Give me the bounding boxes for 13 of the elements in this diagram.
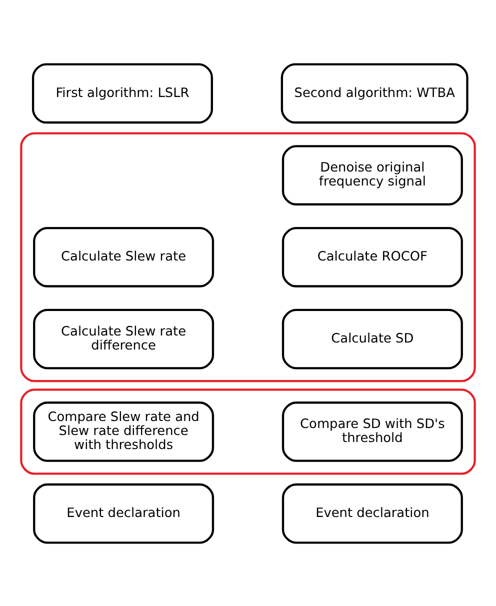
node-box: Calculate Slew rate	[33, 226, 214, 287]
node-box: Calculate Slew rate difference	[33, 308, 214, 369]
node-box: Second algorithm: WTBA	[280, 62, 468, 124]
node-box: Event declaration	[282, 482, 463, 544]
node-box: Denoise original frequency signal	[282, 144, 463, 205]
node-box: Calculate ROCOF	[282, 226, 463, 287]
node-box: First algorithm: LSLR	[32, 62, 213, 124]
cluster	[20, 132, 476, 382]
node-box: Compare Slew rate and Slew rate difference with thresholds	[33, 401, 214, 462]
cluster	[20, 388, 476, 474]
node-box: Event declaration	[33, 482, 214, 544]
node-box: Calculate SD	[282, 308, 463, 369]
node-box: Compare SD with SD's threshold	[282, 401, 463, 462]
